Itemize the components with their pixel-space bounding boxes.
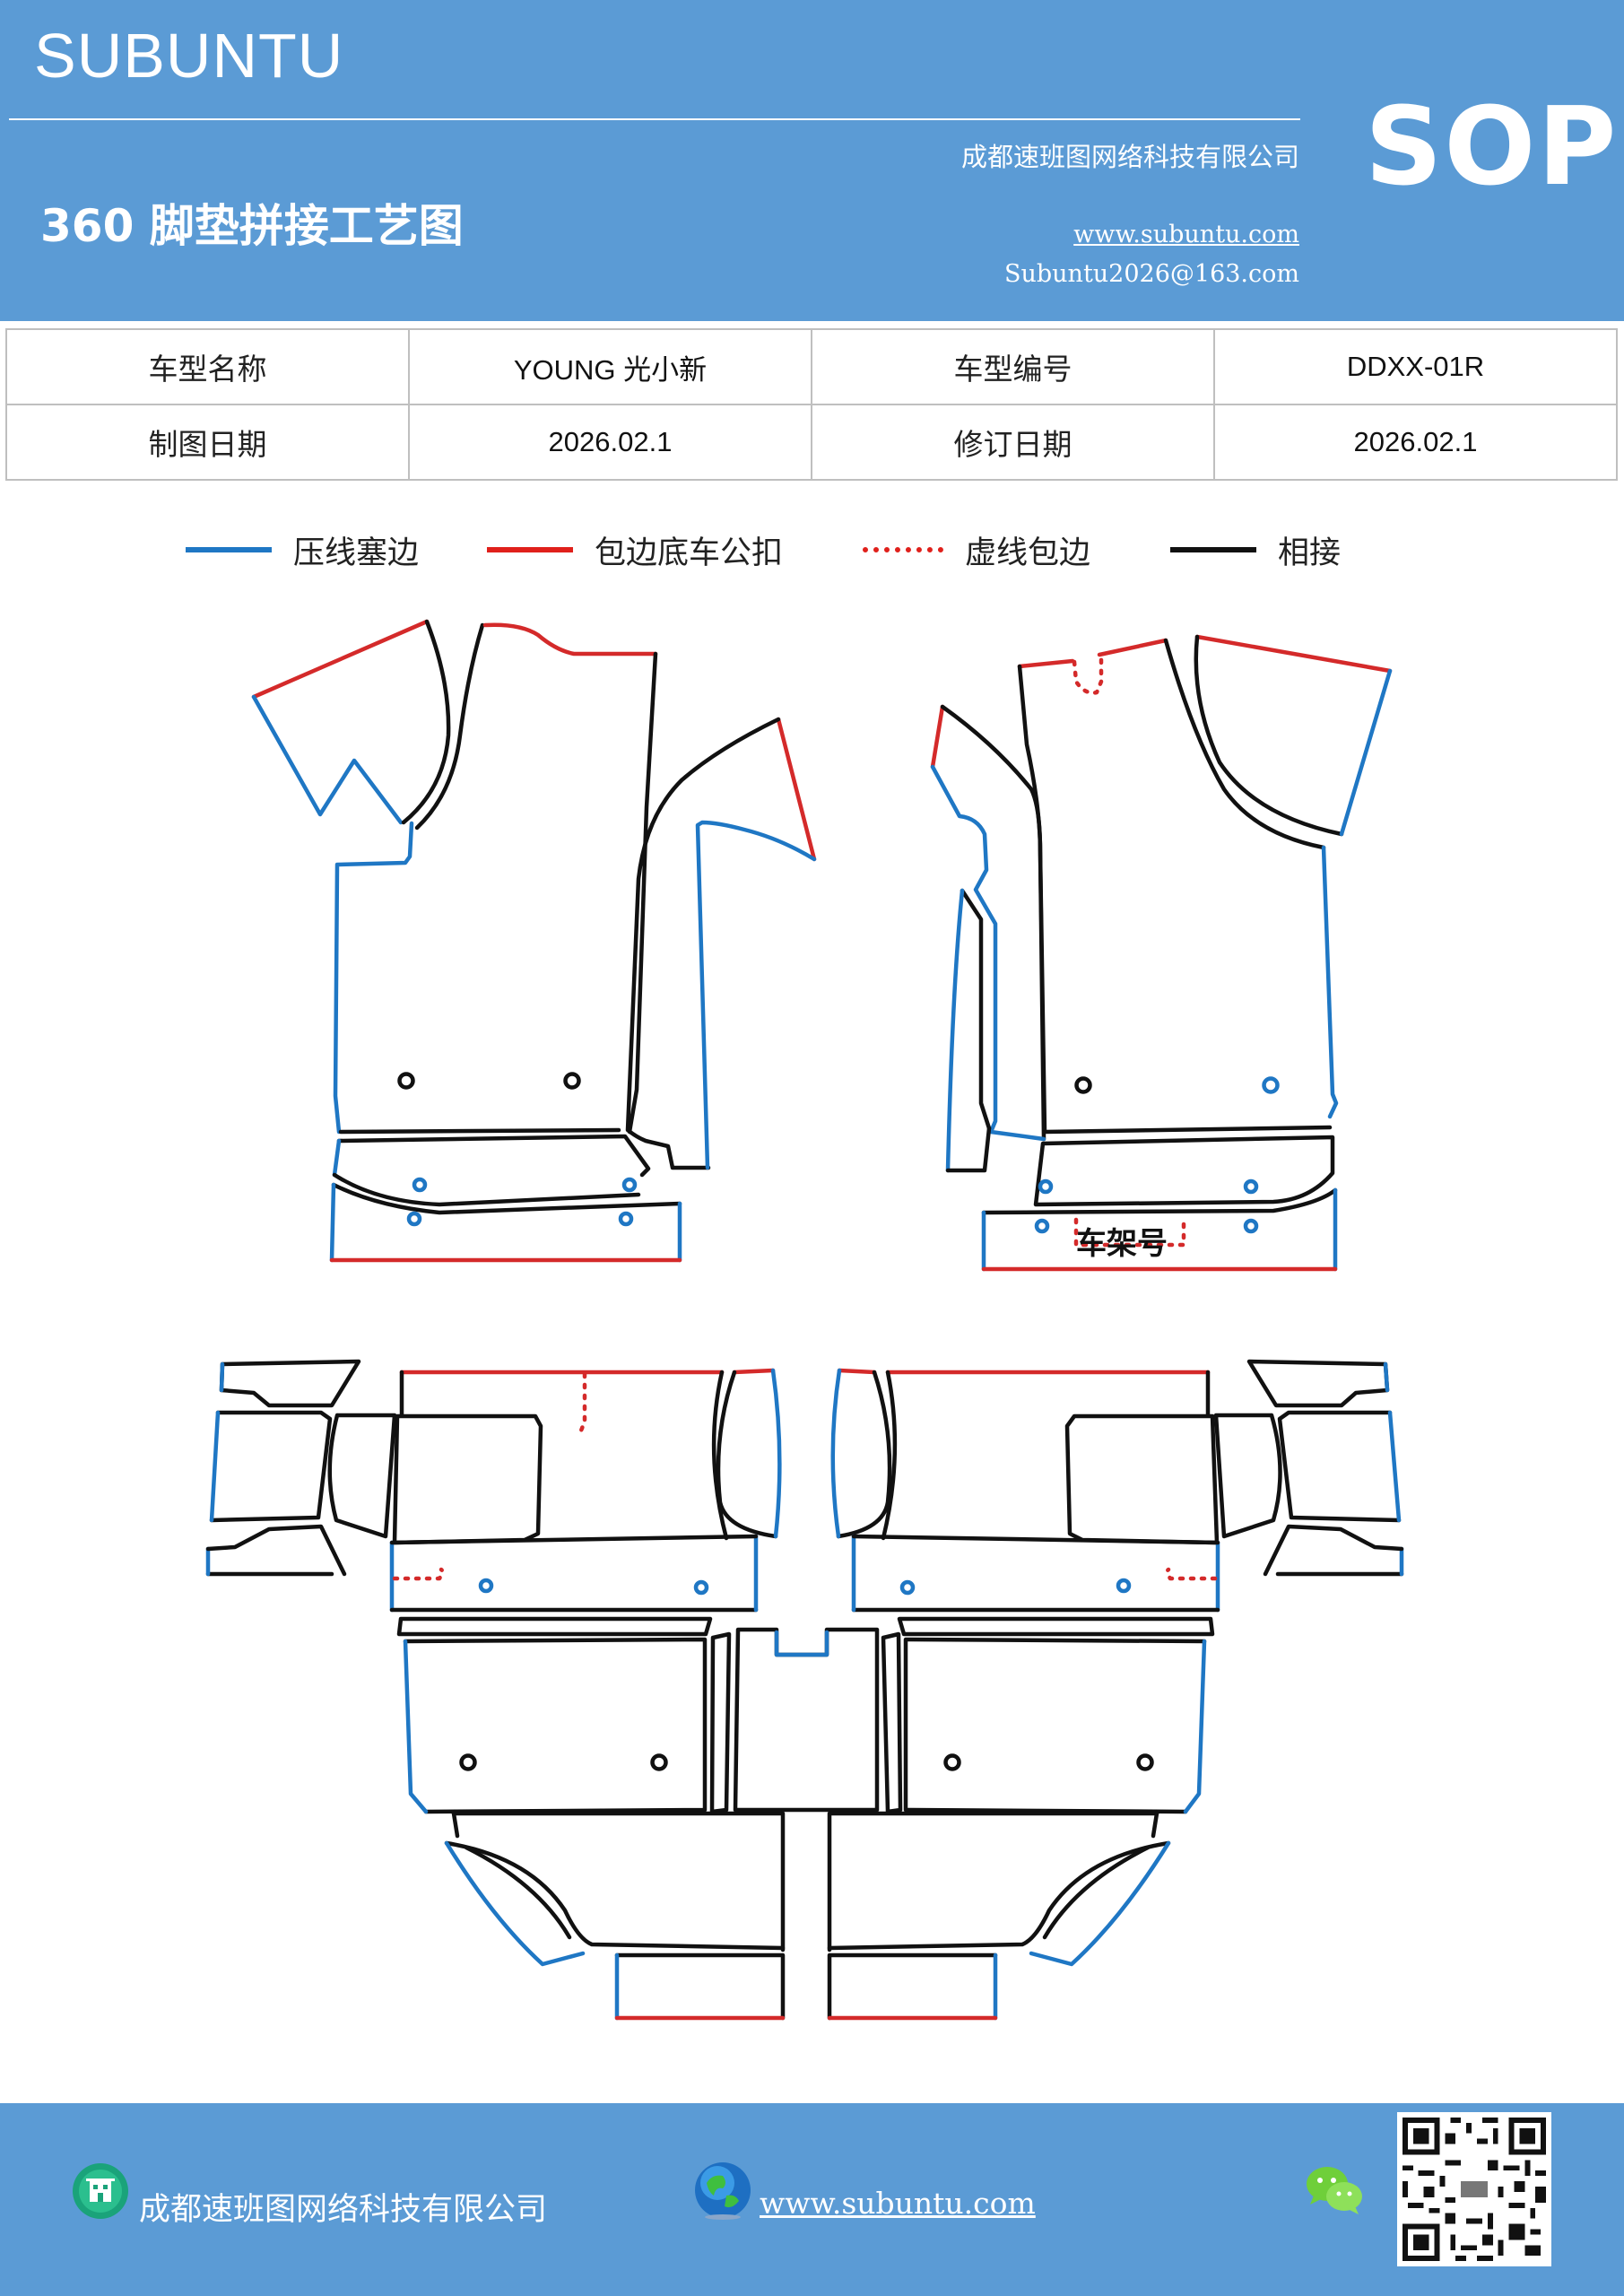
value-revision-date: 2026.02.1 <box>1213 404 1618 481</box>
legend-swatch-red <box>487 547 573 552</box>
frame-number-label: 车架号 <box>1076 1226 1168 1262</box>
legend-item-press-line: 压线塞边 <box>186 523 419 577</box>
wechat-icon[interactable] <box>1305 2163 1364 2217</box>
floor-mat-diagram: 车架号 <box>205 619 1404 2021</box>
rear-right-main-mat <box>830 1368 1220 1613</box>
rear-right-side-flaps <box>1213 1359 1404 1577</box>
header-email: Subuntu2026@163.com <box>1004 260 1299 288</box>
rear-left-side-flaps <box>205 1359 397 1577</box>
building-icon <box>73 2163 128 2219</box>
header-company-name: 成都速班图网络科技有限公司 <box>960 142 1299 172</box>
table-row: 车型名称 YOUNG 光小新 车型编号 DDXX-01R <box>5 328 1618 405</box>
header-website-link[interactable]: www.subuntu.com <box>1073 221 1299 248</box>
rear-left-main-mat <box>389 1368 782 1613</box>
table-row: 制图日期 2026.02.1 修订日期 2026.02.1 <box>5 404 1618 481</box>
label-drawing-date: 制图日期 <box>5 404 410 481</box>
footer-banner: 成都速班图网络科技有限公司 www.subuntu.com <box>0 2103 1624 2296</box>
footer-company-name: 成都速班图网络科技有限公司 <box>139 2192 548 2228</box>
legend-label: 相接 <box>1278 535 1342 571</box>
label-model-name: 车型名称 <box>5 328 410 405</box>
qr-code <box>1397 2112 1551 2266</box>
legend-swatch-red-dotted <box>863 547 943 552</box>
header-divider <box>9 118 1300 120</box>
value-drawing-date: 2026.02.1 <box>408 404 812 481</box>
label-model-code: 车型编号 <box>811 328 1215 405</box>
legend-item-binding: 包边底车公扣 <box>487 523 783 577</box>
legend-label: 压线塞边 <box>293 535 420 571</box>
value-model-code: DDXX-01R <box>1213 328 1618 405</box>
rear-left-seat-pieces <box>396 1616 786 2021</box>
header-banner: SUBUNTU 成都速班图网络科技有限公司 SOP 360 脚垫拼接工艺图 ww… <box>0 0 1624 321</box>
line-legend: 压线塞边 包边底车公扣 虚线包边 相接 <box>0 523 1624 577</box>
vehicle-info-table: 车型名称 YOUNG 光小新 车型编号 DDXX-01R 制图日期 2026.0… <box>5 328 1618 481</box>
legend-label: 包边底车公扣 <box>595 535 784 571</box>
legend-item-joint: 相接 <box>1170 523 1341 577</box>
front-right-lower-strips <box>981 1135 1338 1272</box>
legend-swatch-blue <box>186 547 272 552</box>
globe-icon <box>695 2162 751 2220</box>
document-title: 360 脚垫拼接工艺图 <box>40 200 464 252</box>
center-tunnel-piece <box>733 1627 880 1813</box>
front-left-mat <box>251 619 658 1135</box>
front-right-mat <box>1017 634 1393 1135</box>
brand-logo-text: SUBUNTU <box>34 21 344 91</box>
value-model-name: YOUNG 光小新 <box>408 328 812 405</box>
front-left-side-panel <box>625 717 817 1170</box>
label-revision-date: 修订日期 <box>811 404 1215 481</box>
front-right-side-panel <box>930 704 1046 1173</box>
footer-website-link[interactable]: www.subuntu.com <box>760 2186 1036 2221</box>
legend-item-dotted-binding: 虚线包边 <box>863 523 1090 577</box>
legend-swatch-black <box>1170 547 1256 552</box>
rear-right-seat-pieces <box>827 1616 1215 2021</box>
sop-badge: SOP <box>1365 85 1619 210</box>
front-left-lower-strips <box>329 1134 682 1263</box>
legend-label: 虚线包边 <box>965 535 1091 571</box>
